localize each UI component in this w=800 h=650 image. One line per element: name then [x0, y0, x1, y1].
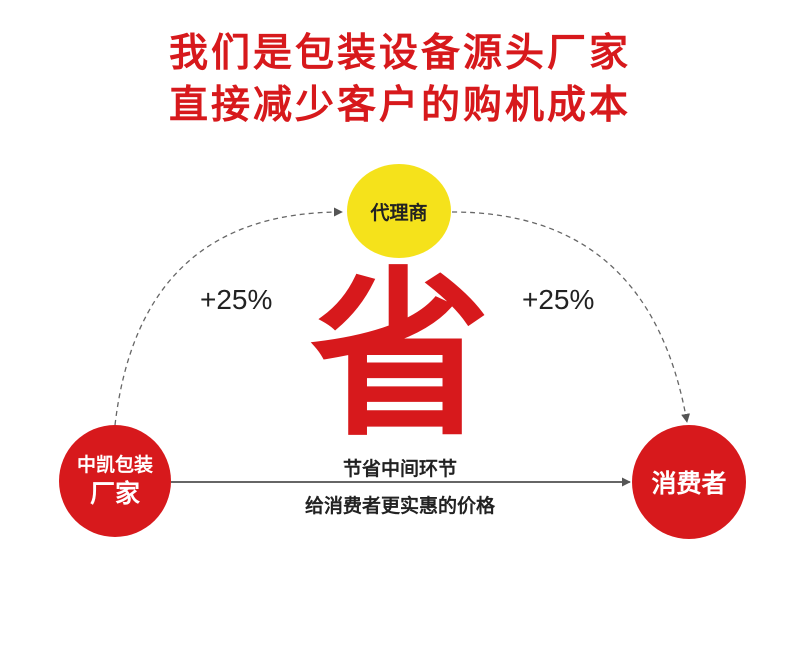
markup-left-label: +25%: [200, 284, 273, 315]
headline-line-2: 直接减少客户的购机成本: [168, 83, 631, 128]
consumer-label: 消费者: [651, 469, 727, 498]
direct-path-caption-2: 给消费者更实惠的价格: [304, 495, 495, 517]
manufacturer-node: 中凯包装 厂家: [59, 425, 171, 537]
direct-path-caption-1: 节省中间环节: [342, 458, 457, 480]
markup-right-label: +25%: [522, 284, 595, 315]
manufacturer-name: 中凯包装: [76, 454, 153, 476]
save-character: 省: [309, 252, 490, 461]
dashed-arc-to-agent: [114, 207, 343, 426]
headline-line-1: 我们是包装设备源头厂家: [168, 31, 631, 76]
dashed-arc-to-consumer: [451, 211, 691, 423]
manufacturer-role: 厂家: [89, 479, 140, 508]
agent-label: 代理商: [370, 201, 428, 224]
agent-node: 代理商: [347, 164, 451, 258]
consumer-node: 消费者: [632, 425, 746, 539]
